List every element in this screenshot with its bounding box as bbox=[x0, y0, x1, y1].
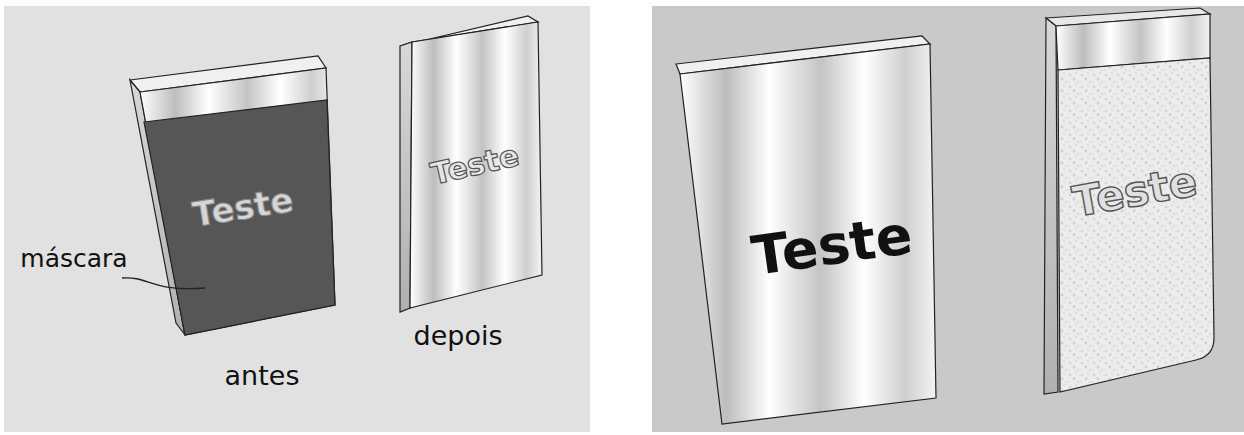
right-panel bbox=[652, 6, 1244, 432]
plaque-after bbox=[400, 16, 542, 312]
caption-label: antes bbox=[225, 362, 300, 389]
caption-label: depois bbox=[414, 322, 503, 349]
plaque-textured bbox=[1044, 8, 1214, 394]
leader-line bbox=[122, 278, 205, 289]
left-panel bbox=[4, 6, 590, 432]
mask bbox=[144, 100, 335, 335]
plaque-black-text bbox=[676, 36, 936, 424]
plaque-before bbox=[130, 56, 335, 335]
callout-label: máscara bbox=[20, 246, 127, 271]
